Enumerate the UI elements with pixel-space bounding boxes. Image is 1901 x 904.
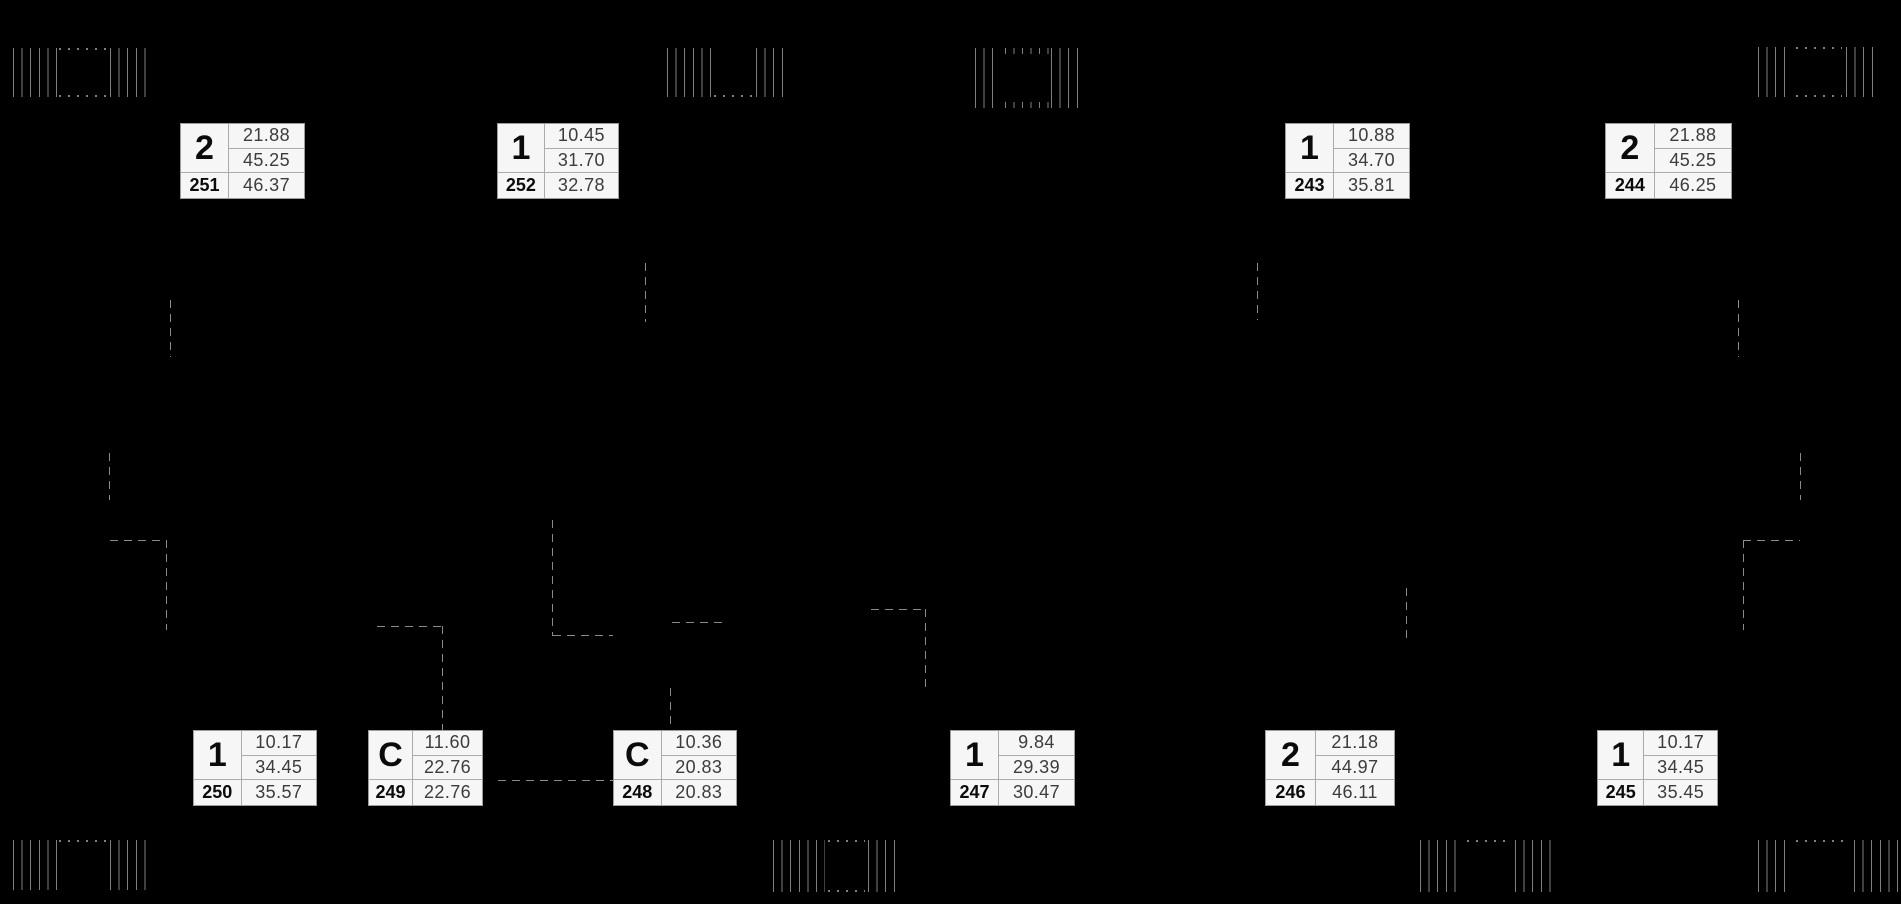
unit-area-total: 32.78 xyxy=(557,175,605,196)
unit-number: 244 xyxy=(1606,173,1655,198)
dash-segment xyxy=(672,622,722,623)
unit-number: 246 xyxy=(1266,780,1316,805)
unit-area-top: 11.60 xyxy=(413,731,482,756)
unit-number: 249 xyxy=(369,780,414,805)
unit-label-250[interactable]: 1 10.17 34.45 250 35.57 xyxy=(193,730,317,806)
unit-area-top: 10.17 xyxy=(241,731,316,756)
unit-number: 243 xyxy=(1286,173,1334,198)
unit-area-mid: 20.83 xyxy=(661,756,736,781)
dash-segment xyxy=(1743,540,1800,541)
unit-label-247[interactable]: 1 9.84 29.39 247 30.47 xyxy=(950,730,1075,806)
unit-label-246[interactable]: 2 21.18 44.97 246 46.11 xyxy=(1265,730,1395,806)
unit-number: 248 xyxy=(614,780,662,805)
stair-hatch-top-center-right xyxy=(975,48,1080,108)
unit-area-mid: 34.45 xyxy=(241,756,316,781)
unit-area-top: 10.45 xyxy=(544,124,618,149)
dash-segment xyxy=(670,688,671,730)
dash-segment xyxy=(1738,300,1739,357)
unit-number: 250 xyxy=(194,780,242,805)
dash-segment xyxy=(166,540,167,630)
unit-area-mid: 31.70 xyxy=(544,149,618,174)
unit-area-mid: 34.70 xyxy=(1333,149,1409,174)
unit-type: 2 xyxy=(1266,731,1316,781)
unit-area-top: 21.18 xyxy=(1315,731,1394,756)
unit-area-mid: 45.25 xyxy=(228,149,304,174)
unit-label-243[interactable]: 1 10.88 34.70 243 35.81 xyxy=(1285,123,1410,199)
unit-area-top: 21.88 xyxy=(1654,124,1731,149)
unit-label-251[interactable]: 2 21.88 45.25 251 46.37 xyxy=(180,123,305,199)
unit-area-total: 46.37 xyxy=(242,175,290,196)
unit-label-244[interactable]: 2 21.88 45.25 244 46.25 xyxy=(1605,123,1732,199)
stair-hatch-top-left xyxy=(13,48,153,97)
unit-area-mid: 29.39 xyxy=(998,756,1074,781)
dash-segment xyxy=(377,626,442,627)
unit-type: 1 xyxy=(951,731,999,781)
dash-segment xyxy=(110,540,167,541)
unit-type: 1 xyxy=(1286,124,1334,174)
unit-number: 245 xyxy=(1598,780,1645,805)
dash-segment xyxy=(925,609,926,688)
unit-area-total: 35.45 xyxy=(1657,782,1705,803)
unit-type: 2 xyxy=(1606,124,1655,174)
unit-area-total: 35.81 xyxy=(1347,175,1395,196)
unit-type: C xyxy=(369,731,414,781)
stair-hatch-bottom-left xyxy=(13,840,153,890)
dash-segment xyxy=(498,780,613,781)
stair-hatch-top-right xyxy=(1758,47,1880,97)
unit-area-top: 10.17 xyxy=(1644,731,1717,756)
dash-segment xyxy=(109,453,110,500)
unit-number: 251 xyxy=(181,173,229,198)
dash-segment xyxy=(1406,588,1407,643)
stair-hatch-bottom-center xyxy=(773,840,902,892)
dash-segment xyxy=(552,520,553,636)
dash-segment xyxy=(442,626,443,730)
unit-area-mid: 44.97 xyxy=(1315,756,1394,781)
unit-label-252[interactable]: 1 10.45 31.70 252 32.78 xyxy=(497,123,619,199)
unit-type: 2 xyxy=(181,124,229,174)
unit-area-total: 35.57 xyxy=(255,782,303,803)
unit-area-mid: 34.45 xyxy=(1644,756,1717,781)
unit-type: C xyxy=(614,731,662,781)
unit-area-top: 10.36 xyxy=(661,731,736,756)
unit-label-248[interactable]: C 10.36 20.83 248 20.83 xyxy=(613,730,737,806)
unit-type: 1 xyxy=(498,124,545,174)
unit-area-top: 21.88 xyxy=(228,124,304,149)
stair-hatch-bottom-right xyxy=(1420,840,1558,892)
unit-area-total: 20.83 xyxy=(675,782,723,803)
stair-hatch-top-center-left xyxy=(667,48,789,97)
unit-label-249[interactable]: C 11.60 22.76 249 22.76 xyxy=(368,730,483,806)
dash-segment xyxy=(645,263,646,322)
stair-hatch-bottom-far-right xyxy=(1758,840,1898,892)
unit-area-total: 46.25 xyxy=(1669,175,1717,196)
dash-segment xyxy=(553,635,613,636)
unit-area-mid: 45.25 xyxy=(1654,149,1731,174)
unit-area-mid: 22.76 xyxy=(413,756,482,781)
unit-type: 1 xyxy=(1598,731,1645,781)
unit-area-total: 46.11 xyxy=(1332,782,1378,803)
unit-area-top: 9.84 xyxy=(998,731,1074,756)
dash-segment xyxy=(1800,453,1801,500)
dash-segment xyxy=(170,300,171,357)
unit-area-total: 30.47 xyxy=(1012,782,1060,803)
dash-segment xyxy=(1743,540,1744,630)
unit-area-top: 10.88 xyxy=(1333,124,1409,149)
dash-segment xyxy=(871,609,925,610)
unit-number: 247 xyxy=(951,780,999,805)
unit-area-total: 22.76 xyxy=(424,782,472,803)
dash-segment xyxy=(1257,263,1258,320)
unit-label-245[interactable]: 1 10.17 34.45 245 35.45 xyxy=(1597,730,1718,806)
unit-type: 1 xyxy=(194,731,242,781)
unit-number: 252 xyxy=(498,173,545,198)
